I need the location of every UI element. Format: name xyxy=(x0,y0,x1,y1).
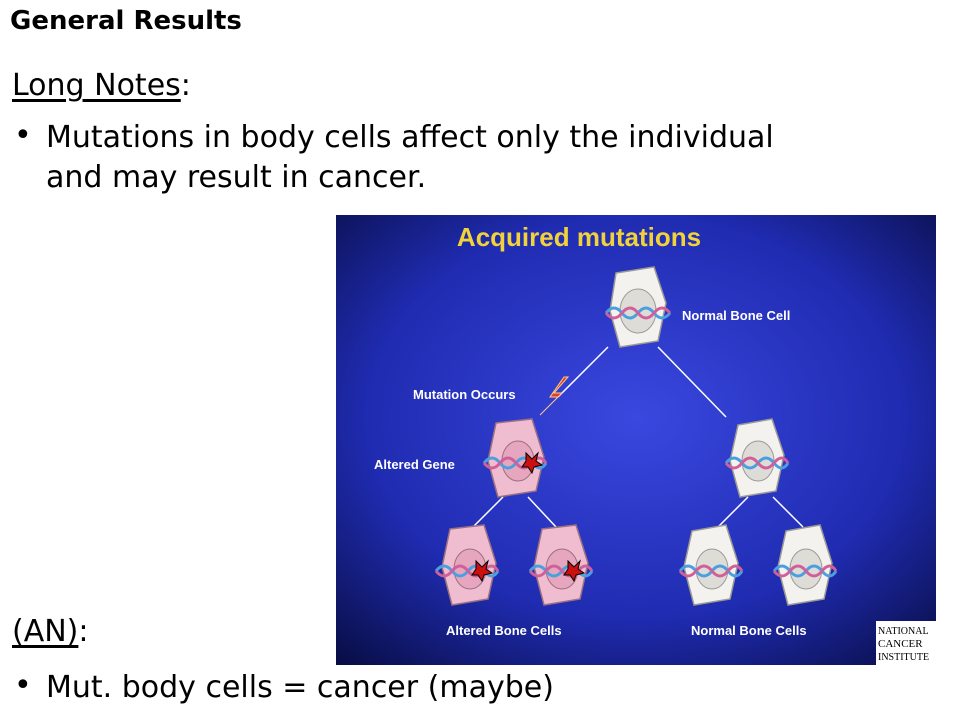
normal-bone-cell xyxy=(724,418,790,498)
lineage-line xyxy=(472,496,504,528)
label-altered-bone-cells: Altered Bone Cells xyxy=(446,623,562,638)
long-notes-colon: : xyxy=(180,68,191,103)
an-label: (AN) xyxy=(12,614,79,649)
bullet-text-line-2: and may result in cancer. xyxy=(46,160,427,195)
an-colon: : xyxy=(78,614,89,649)
bullet-dot: • xyxy=(14,668,32,703)
acquired-mutations-figure: Acquired mutations Normal Bone Cell Muta… xyxy=(336,215,936,665)
altered-bone-cell xyxy=(482,418,548,498)
logo-line-1: NATIONAL xyxy=(878,626,929,637)
altered-bone-cell xyxy=(434,524,500,606)
bullet-dot: • xyxy=(14,118,32,153)
bullet-text-line-1: Mutations in body cells affect only the … xyxy=(46,120,774,155)
label-mutation-occurs: Mutation Occurs xyxy=(413,387,516,402)
normal-bone-cell xyxy=(772,524,838,606)
bullet-summary: • Mut. body cells = cancer (maybe) xyxy=(14,668,554,708)
an-heading: (AN): xyxy=(12,614,88,649)
label-altered-gene: Altered Gene xyxy=(374,457,455,472)
lineage-line xyxy=(657,346,727,418)
long-notes-label: Long Notes xyxy=(12,68,181,103)
normal-bone-cell-parent xyxy=(604,266,672,348)
logo-line-3: INSTITUTE xyxy=(878,652,929,663)
label-normal-bone-cells: Normal Bone Cells xyxy=(691,623,807,638)
logo-line-2: CANCER xyxy=(878,638,923,650)
bullet-text: Mut. body cells = cancer (maybe) xyxy=(46,670,554,705)
normal-bone-cell xyxy=(678,524,744,606)
lineage-line xyxy=(557,346,609,398)
nci-logo: NATIONAL CANCER INSTITUTE xyxy=(876,621,936,665)
lineage-line xyxy=(772,496,804,528)
lineage-line xyxy=(527,496,557,528)
long-notes-heading: Long Notes: xyxy=(12,68,191,103)
altered-bone-cell xyxy=(528,524,594,606)
figure-title: Acquired mutations xyxy=(457,222,701,252)
bullet-text: Mutations in body cells affect only the … xyxy=(46,118,774,198)
label-normal-bone-cell: Normal Bone Cell xyxy=(682,308,790,323)
lineage-line xyxy=(717,496,749,528)
bullet-mutations: • Mutations in body cells affect only th… xyxy=(14,118,774,198)
slide-title: General Results xyxy=(10,6,242,36)
lightning-icon xyxy=(539,376,570,416)
